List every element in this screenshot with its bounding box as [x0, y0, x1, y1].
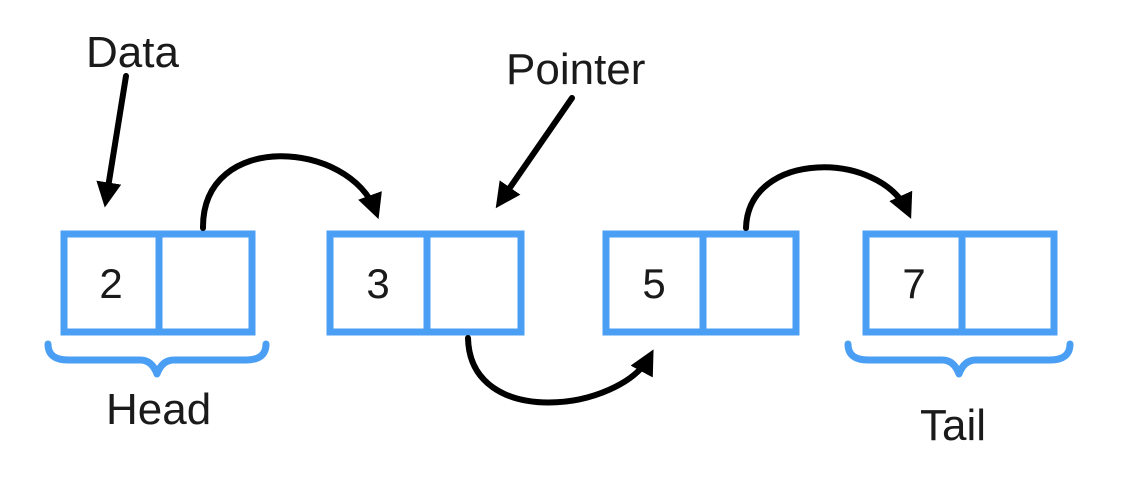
- node-1-pointer-cell: [423, 230, 525, 336]
- link-arrow-0-to-1: [199, 153, 382, 231]
- node-0-data-cell: [60, 230, 163, 336]
- pointer-callout-arrow: [495, 95, 575, 209]
- node-1: 3: [326, 230, 525, 336]
- data-callout-arrow: [96, 73, 129, 208]
- node-3: 7: [862, 230, 1058, 336]
- node-3-pointer-cell: [958, 230, 1058, 336]
- node-0-value: 2: [99, 260, 122, 307]
- tail-label: Tail: [920, 401, 986, 450]
- node-2-pointer-cell: [699, 230, 800, 336]
- node-2-data-cell: [602, 230, 707, 336]
- node-0: 2: [60, 230, 256, 336]
- tail-brace: [844, 340, 1074, 378]
- link-arrow-2-to-3: [743, 164, 913, 231]
- node-2-value: 5: [642, 260, 665, 307]
- head-label: Head: [106, 385, 211, 434]
- pointer-label: Pointer: [506, 45, 645, 94]
- head-brace: [44, 340, 270, 378]
- node-2: 5: [602, 230, 800, 336]
- link-arrow-1-to-2: [465, 335, 654, 406]
- node-0-pointer-cell: [155, 230, 256, 336]
- node-1-value: 3: [366, 260, 389, 307]
- data-label: Data: [86, 28, 179, 77]
- node-1-data-cell: [326, 230, 431, 336]
- node-3-value: 7: [902, 260, 925, 307]
